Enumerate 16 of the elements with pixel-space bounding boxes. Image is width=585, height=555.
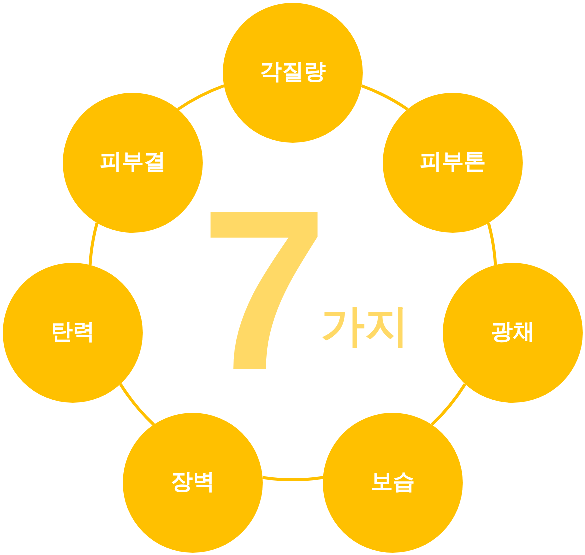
ring-arc <box>119 383 156 426</box>
unit-text: 가지 <box>321 305 409 349</box>
keyword-label: 각질량 <box>260 60 326 86</box>
big-numeral: 7 <box>201 209 319 374</box>
ring-arc <box>262 476 324 482</box>
keyword-label: 광채 <box>491 320 535 346</box>
keyword-label: 피부결 <box>100 150 166 176</box>
ring-arc <box>430 383 467 426</box>
ring-arc <box>361 84 409 111</box>
keyword-label: 장벽 <box>171 470 215 496</box>
ring-arc <box>88 222 99 266</box>
keyword-label: 보습 <box>371 470 415 496</box>
ring-arc <box>487 222 498 266</box>
keyword-label: 탄력 <box>51 320 95 346</box>
keyword-label: 피부톤 <box>420 150 486 176</box>
ring-arc <box>177 84 225 111</box>
